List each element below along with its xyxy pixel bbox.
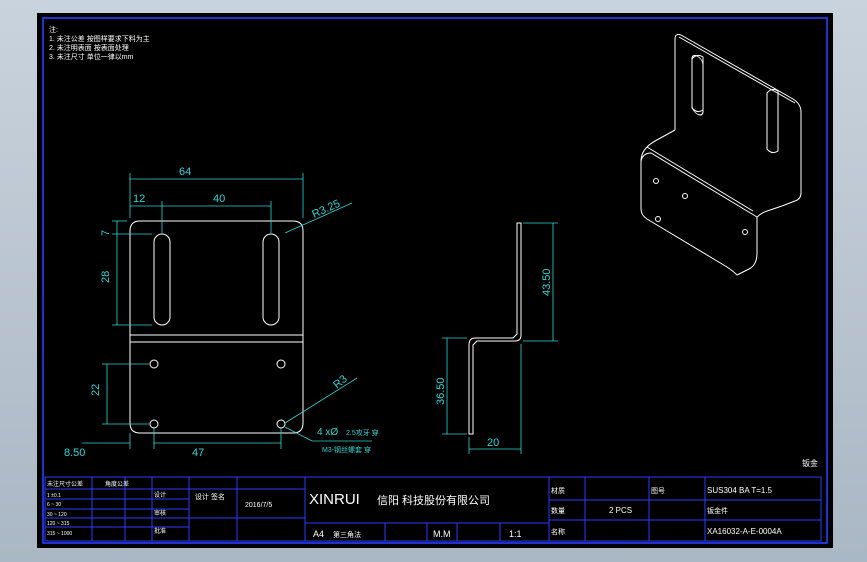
front-view [129,220,304,434]
dim-22: 22 [90,384,102,396]
notes-line-2: 2. 未注明表面 按表面处理 [49,43,129,52]
dim-3650: 36.50 [435,377,447,405]
tb-name: 钣金件 [707,506,728,515]
notes-line-1: 1. 未注公差 按图样要求下料为主 [49,34,150,43]
dim-850: 8.50 [64,447,85,459]
drawing-sheet: 注: 1. 未注公差 按图样要求下料为主 2. 未注明表面 按表面处理 3. 未… [42,17,828,544]
dim-28: 28 [100,271,112,283]
tb-scale: 1:1 [509,529,522,539]
tb-angle: 第三角法 [333,530,361,539]
tb-company-en: XINRUI [309,491,360,508]
hole-tl [149,359,159,369]
dim-47: 47 [192,447,204,459]
dim-40: 40 [213,193,225,205]
hole-bl [149,419,159,429]
tb-qty-label: 数量 [551,506,565,515]
hole-note: 4 xØ [317,427,338,438]
tb-left-header: 未注尺寸公差 [47,480,83,488]
side-dim-labels: 43.50 36.50 20 [435,268,553,449]
front-dimensions [82,173,372,449]
tb-material: SUS304 BA T=1.5 [707,486,773,495]
cad-viewport: 注: 1. 未注公差 按图样要求下料为主 2. 未注明表面 按表面处理 3. 未… [37,13,833,548]
side-view [468,222,522,435]
dim-r3: R3 [331,373,349,391]
title-block-text: 未注尺寸公差 角度公差 1 ±0.1 6 ~ 30 30 ~ 120 120 ~… [47,480,782,539]
dim-7: 7 [100,230,112,236]
tb-unit: M.M [433,529,451,539]
corner-label: 钣金 [802,458,818,468]
tb-company-cn: 信阳 科技股份有限公司 [377,493,490,507]
hole-br [276,419,286,429]
isometric-view [640,34,802,276]
tb-name-label: 名称 [551,527,565,536]
dim-12: 12 [133,193,145,205]
notes-line-3: 3. 未注尺寸 单位一律以mm [49,52,134,61]
hole-note-2: 2.5攻牙 穿 [346,428,379,437]
dim-64: 64 [179,166,191,178]
tb-label-design: 设计 [154,491,166,499]
hole-note-3: M3-钢丝螺套 穿 [322,445,371,454]
side-dimensions [442,222,558,454]
tb-row-1: 1 ±0.1 [47,493,61,499]
tb-row-3: 30 ~ 120 [47,512,67,518]
tb-row-4: 120 ~ 315 [47,521,70,527]
tb-row-5: 315 ~ 1000 [47,531,72,537]
drawing-border [42,17,828,544]
tb-paper: A4 [313,529,324,539]
tb-dwg-no: XA16032-A-E-0004A [707,527,782,536]
tb-dwg-label: 图号 [651,487,665,495]
tb-label-approve: 批准 [154,527,166,535]
slot-right [262,233,280,326]
dim-4350: 43.50 [541,268,553,296]
title-block [44,476,822,542]
tb-qty: 2 PCS [609,506,632,515]
tb-designer: 设计 签名 [195,492,225,501]
hole-tr [276,359,286,369]
front-dim-labels: 64 12 40 R3.25 7 28 22 47 8.50 R3 4 xØ 2… [64,166,379,459]
tb-date: 2016/7/5 [245,502,272,509]
tb-material-label: 材质 [551,486,565,495]
tb-row-2: 6 ~ 30 [47,502,61,508]
notes-heading: 注: [49,25,58,34]
dim-20: 20 [487,437,499,449]
slot-left [153,233,171,326]
tb-label-review: 审核 [154,509,166,517]
dim-r325: R3.25 [310,198,342,221]
tb-tol-header: 角度公差 [105,480,129,488]
